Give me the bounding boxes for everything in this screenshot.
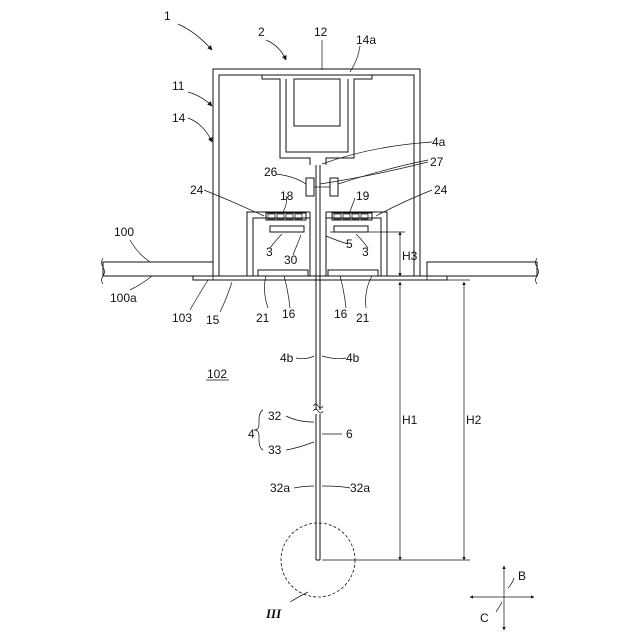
bolt-nut	[306, 178, 338, 196]
bottom-blocks	[258, 270, 378, 276]
label-33: 33	[268, 443, 282, 457]
label-27: 27	[430, 155, 444, 169]
label-14: 14	[172, 111, 186, 125]
label-24-left: 24	[190, 183, 204, 197]
label-103: 103	[172, 311, 192, 325]
label-III: III	[265, 606, 282, 621]
label-3-right: 3	[362, 245, 369, 259]
label-32: 32	[268, 409, 282, 423]
label-32a-right: 32a	[350, 481, 370, 495]
label-3-left: 3	[266, 245, 273, 259]
label-1: 1	[164, 9, 171, 23]
label-H1: H1	[402, 413, 418, 427]
ceiling-board-left	[103, 262, 213, 276]
roller-unit-left	[266, 213, 306, 232]
label-16-left: 16	[282, 307, 296, 321]
label-4b-right: 4b	[346, 351, 360, 365]
label-6: 6	[346, 427, 353, 441]
label-21-left: 21	[256, 311, 270, 325]
labels: 1 2 12 14a 11 14 4a 27 26 24 24 18 19 3 …	[110, 9, 526, 625]
inner-frame	[247, 212, 387, 276]
label-11: 11	[172, 79, 185, 93]
ceiling-board-right	[427, 262, 537, 276]
label-14a: 14a	[356, 33, 376, 47]
label-4b-left: 4b	[280, 351, 294, 365]
label-5: 5	[346, 237, 353, 251]
label-24-right: 24	[434, 183, 448, 197]
label-100: 100	[114, 225, 134, 239]
hanging-wire	[313, 165, 323, 560]
label-H3: H3	[402, 249, 418, 263]
roller-unit-right	[332, 213, 372, 232]
label-30: 30	[284, 253, 298, 267]
label-102: 102	[207, 367, 227, 381]
dimension-H1	[322, 282, 470, 560]
label-32a-left: 32a	[270, 481, 290, 495]
label-B: B	[518, 569, 526, 583]
label-2: 2	[258, 25, 265, 39]
label-4a: 4a	[432, 135, 446, 149]
label-H2: H2	[466, 413, 482, 427]
label-18: 18	[280, 189, 294, 203]
top-bracket	[262, 75, 372, 165]
label-15: 15	[206, 313, 220, 327]
label-19: 19	[356, 189, 370, 203]
label-21-right: 21	[356, 311, 370, 325]
label-100a: 100a	[110, 291, 137, 305]
label-16-right: 16	[334, 307, 348, 321]
label-26: 26	[264, 165, 278, 179]
label-C: C	[480, 611, 489, 625]
label-4: 4	[248, 427, 255, 441]
label-12: 12	[314, 25, 328, 39]
